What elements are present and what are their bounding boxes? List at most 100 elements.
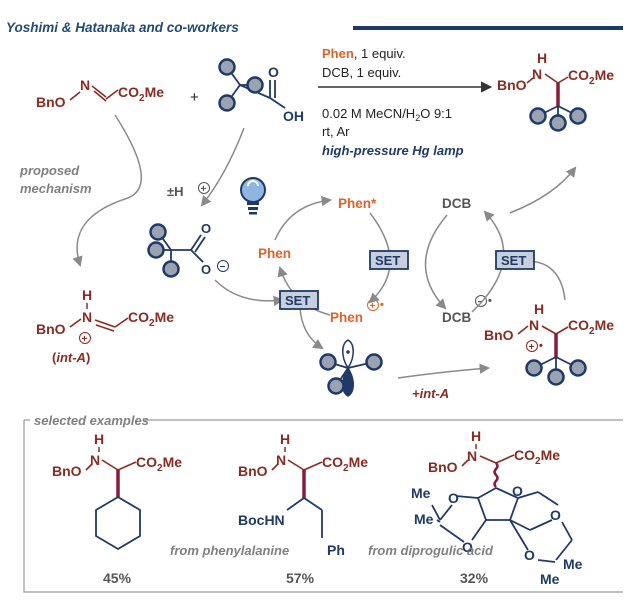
acid-oh: OH (283, 108, 304, 124)
product: H N BnO CO2Me (497, 50, 614, 132)
protonation-label: ±H + (167, 182, 210, 199)
svg-text:O: O (550, 507, 561, 523)
svg-text:Me: Me (563, 556, 583, 572)
set-box-1: SET (369, 250, 409, 270)
arrow-dcb-to-dcbrad (424, 214, 448, 310)
reactant-acid: O OH (218, 58, 304, 124)
dcb-label: DCB (442, 196, 471, 211)
svg-text:H: H (534, 301, 544, 317)
svg-text:CO2Me: CO2Me (136, 454, 182, 474)
svg-text:N: N (276, 452, 286, 468)
mechanism-label-1: proposed (19, 163, 80, 178)
addition-label: +int-A (412, 386, 449, 401)
examples-title: selected examples (34, 413, 149, 428)
arrow-set-to-radical (299, 307, 324, 350)
svg-text:H: H (471, 428, 481, 444)
svg-text:BnO: BnO (484, 327, 514, 343)
svg-text:Me: Me (414, 511, 434, 527)
svg-text:H: H (537, 50, 547, 66)
header-authors: Yoshimi & Hatanaka and co-workers (6, 20, 239, 35)
svg-text:high-pressure Hg lamp: high-pressure Hg lamp (322, 143, 464, 158)
phen-radical-cation: Phen + • (330, 299, 384, 325)
aminium-radical: H N + • BnO CO2Me (484, 301, 614, 386)
svg-text:−: − (220, 262, 226, 273)
example-3-yield: 32% (460, 570, 489, 586)
svg-text:DCB, 1 equiv.: DCB, 1 equiv. (322, 65, 401, 80)
svg-text:N: N (90, 452, 100, 468)
radical-orbital-icon (342, 339, 354, 370)
svg-text:CO2Me: CO2Me (118, 84, 164, 104)
svg-text:+: + (370, 301, 376, 312)
svg-text:SET: SET (285, 293, 310, 308)
svg-text:N: N (529, 317, 539, 333)
arrow-carboxylate-to-set (214, 279, 285, 307)
svg-text:CO2Me: CO2Me (514, 447, 560, 467)
reactant-imine: BnO N CO2Me (36, 77, 164, 110)
svg-text:O: O (512, 483, 523, 499)
bno-label: BnO (36, 94, 66, 110)
svg-text:±H: ±H (167, 184, 184, 199)
svg-text:CO2Me: CO2Me (128, 309, 174, 329)
phen-star-label: Phen* (338, 196, 377, 211)
svg-text:BocHN: BocHN (238, 512, 285, 528)
conditions: Phen, 1 equiv. DCB, 1 equiv. 0.02 M MeCN… (322, 46, 464, 158)
svg-text:BnO: BnO (52, 463, 82, 479)
set-box-3: SET (279, 290, 319, 310)
svg-text:O: O (201, 262, 211, 277)
svg-text:BnO: BnO (428, 459, 458, 475)
arrow-imine-to-inta (72, 114, 142, 268)
svg-text:Ph: Ph (327, 542, 345, 558)
svg-text:BnO: BnO (238, 463, 268, 479)
svg-text:N: N (82, 309, 92, 325)
arrow-radical-addition (397, 363, 491, 379)
svg-text:•: • (380, 299, 384, 311)
svg-text:CO2Me: CO2Me (568, 67, 614, 87)
arrow-cycle-to-product (509, 166, 577, 214)
svg-text:O: O (201, 221, 211, 236)
svg-text:N: N (532, 66, 542, 82)
header-rule (353, 26, 623, 30)
phen-label: Phen (258, 246, 291, 261)
arrow-acid-to-carboxylate (200, 127, 245, 207)
svg-text:+: + (82, 334, 88, 345)
svg-text:SET: SET (375, 253, 400, 268)
svg-text:+: + (201, 184, 207, 195)
example-2-yield: 57% (286, 570, 315, 586)
svg-text:0.02 M MeCN/H2O 9:1: 0.02 M MeCN/H2O 9:1 (322, 106, 452, 123)
examples-frame (23, 419, 623, 593)
plus-sign: + (190, 89, 199, 106)
svg-text:H: H (280, 431, 290, 447)
svg-text:H: H (94, 431, 104, 447)
arrow-phen-to-phenstar (274, 195, 333, 241)
svg-text:•: • (539, 340, 543, 352)
svg-text:Me: Me (411, 485, 431, 501)
lightbulb-icon (240, 177, 266, 215)
svg-text:H: H (82, 287, 92, 303)
svg-text:from phenylalanine: from phenylalanine (170, 543, 289, 558)
mechanism-label-2: mechanism (20, 181, 92, 196)
svg-text:Phen, 1 equiv.: Phen, 1 equiv. (322, 46, 406, 61)
int-a-structure: H N + BnO CO2Me (int-A) (36, 287, 174, 365)
example-1-yield: 45% (103, 570, 132, 586)
svg-text:O: O (524, 547, 535, 563)
svg-text:from diprogulic acid: from diprogulic acid (368, 543, 494, 558)
svg-text:SET: SET (501, 253, 526, 268)
svg-text:N: N (467, 448, 477, 464)
set-box-2: SET (495, 250, 535, 270)
svg-text:O: O (462, 539, 473, 555)
svg-text:O: O (448, 490, 459, 506)
alkyl-radical (319, 339, 383, 397)
svg-text:DCB: DCB (442, 310, 471, 325)
svg-text:BnO: BnO (36, 321, 66, 337)
example-2: H N BnO CO2Me BocHN Ph from phenylalanin… (170, 431, 368, 586)
svg-text:CO2Me: CO2Me (568, 317, 614, 337)
n-label: N (80, 77, 90, 93)
svg-text:rt, Ar: rt, Ar (322, 124, 350, 139)
carboxylate: O O − (147, 221, 229, 278)
svg-text:CO2Me: CO2Me (322, 454, 368, 474)
svg-text:+: + (529, 342, 535, 353)
acid-o: O (268, 64, 279, 80)
svg-text:BnO: BnO (497, 77, 527, 93)
example-1: H N BnO CO2Me 45% (52, 431, 182, 586)
